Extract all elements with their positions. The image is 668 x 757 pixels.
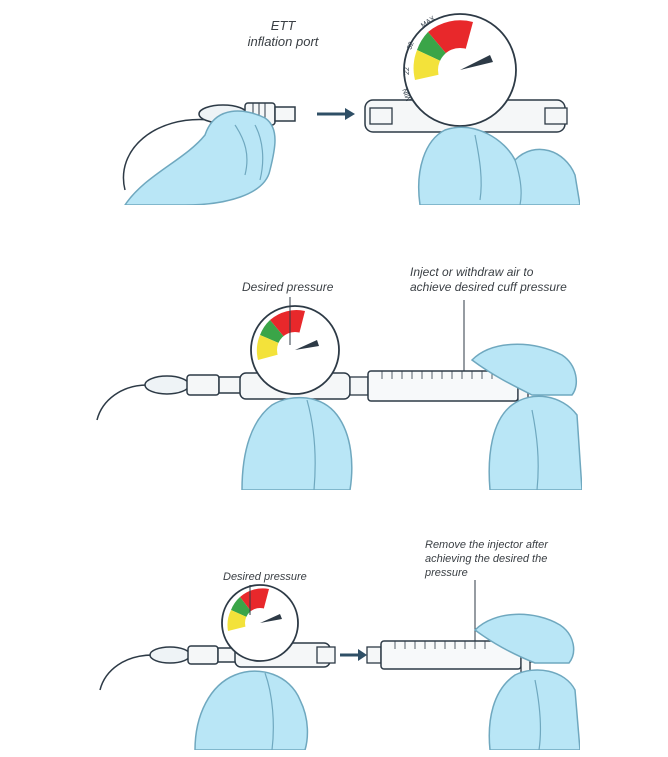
gauge-needle [295,340,319,350]
panel1-illustration: MAX 32 22 MIN [122,13,580,205]
panel3-illustration [99,580,580,750]
gauge-needle [260,614,282,623]
label-line: Remove the injector after [425,539,548,551]
gloved-hand [124,110,276,205]
panel-inject-air: Desired pressure Inject or withdraw air … [92,245,582,490]
gloved-hand [488,669,580,750]
gloved-hand [241,396,353,490]
label-line: inflation port [247,34,319,50]
gloved-thumb [470,343,578,396]
gauge-label-22: 22 [404,67,411,75]
ett-inflation-port-label: ETT inflation port [223,18,343,51]
label-line: achieving the desired the [425,552,548,565]
gauge-label-min: MIN [402,87,413,101]
desired-pressure-label: Desired pressure [223,571,307,583]
gloved-hand [418,126,580,205]
gauge-needle [460,55,493,70]
panel-attach-manometer: MAX 32 22 MIN ETT inflation port [95,0,580,205]
panel-remove-injector: Desired pressure Remove the injector aft… [95,525,580,750]
gauge-label-32: 32 [406,41,415,51]
pilot-tube [122,118,211,191]
gloved-thumb [473,613,575,664]
pilot-balloon [144,375,190,395]
desired-pressure-label: Desired pressure [242,280,334,294]
label-line: pressure [425,566,468,579]
pilot-tube [99,654,154,691]
panel2-illustration [96,297,582,490]
pilot-tube [96,384,148,421]
label-line: achieve desired cuff pressure [410,280,567,294]
remove-injector-label: Remove the injector after achieving the … [425,539,548,580]
pilot-balloon [149,646,191,664]
inflation-port [187,645,219,665]
gloved-hand [194,670,309,750]
label-line: ETT [270,18,296,33]
label-line: Inject or withdraw air to [410,265,534,279]
gloved-hand [488,395,582,490]
inject-withdraw-label: Inject or withdraw air to achieve desire… [410,265,567,295]
inflation-port [186,374,220,396]
